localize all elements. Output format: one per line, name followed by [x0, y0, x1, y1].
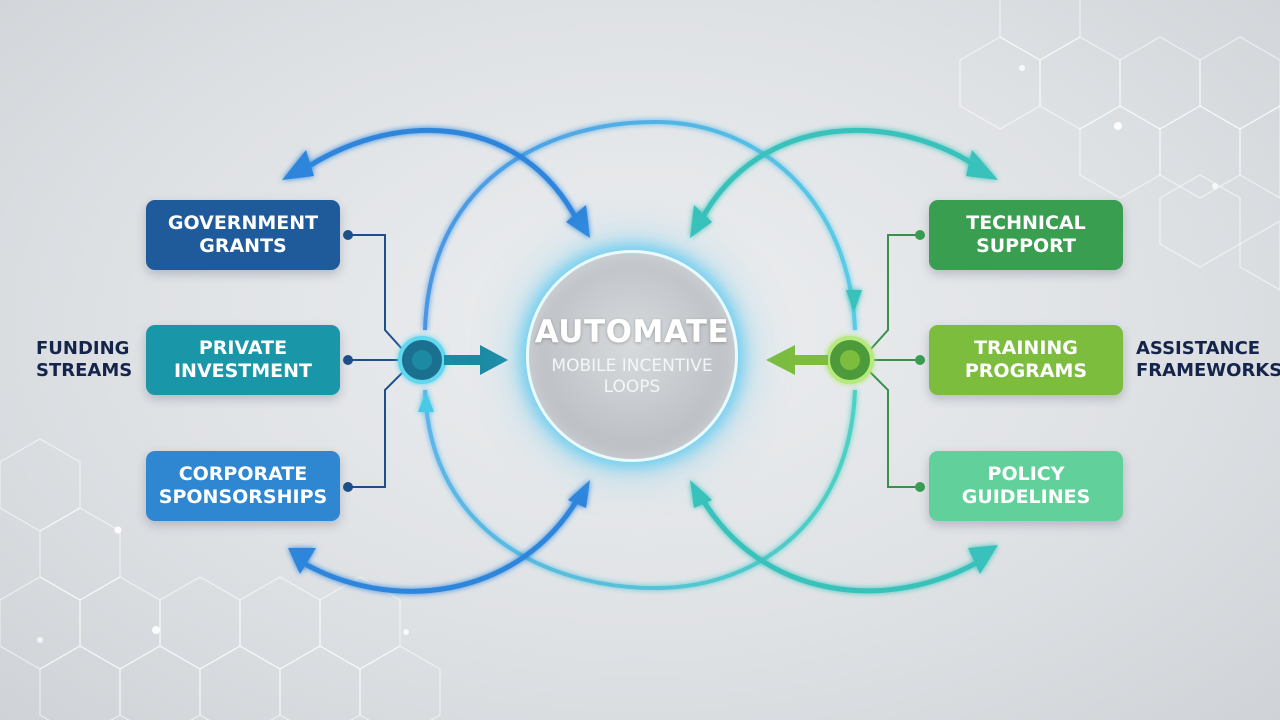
right-hub-node [826, 336, 874, 384]
government-grants-box[interactable]: GOVERNMENT GRANTS [146, 200, 340, 270]
assistance-frameworks-label: ASSISTANCE FRAMEWORKS [1136, 338, 1280, 381]
hub-title: AUTOMATE [534, 314, 730, 350]
right-connector-dots [915, 230, 925, 492]
private-investment-label: PRIVATE INVESTMENT [173, 337, 313, 382]
central-loop-arcs [423, 119, 857, 591]
corporate-sponsorships-label: CORPORATE SPONSORSHIPS [158, 463, 328, 508]
policy-guidelines-label: POLICY GUIDELINES [961, 463, 1091, 508]
arrowheads [282, 150, 998, 574]
hub-subtitle: MOBILE INCENTIVE LOOPS [551, 356, 713, 397]
automate-hub[interactable]: AUTOMATE MOBILE INCENTIVE LOOPS [526, 250, 738, 462]
funding-streams-label: FUNDING STREAMS [36, 338, 133, 381]
left-arrow-to-hub [444, 345, 508, 375]
corporate-sponsorships-box[interactable]: CORPORATE SPONSORSHIPS [146, 451, 340, 521]
technical-support-box[interactable]: TECHNICAL SUPPORT [929, 200, 1123, 270]
private-investment-box[interactable]: PRIVATE INVESTMENT [146, 325, 340, 395]
government-grants-label: GOVERNMENT GRANTS [167, 212, 319, 257]
left-connectors [348, 234, 404, 488]
training-programs-box[interactable]: TRAINING PROGRAMS [929, 325, 1123, 395]
policy-guidelines-box[interactable]: POLICY GUIDELINES [929, 451, 1123, 521]
right-connectors [869, 234, 920, 488]
hexagon-pattern-top-right [959, 0, 1280, 291]
hexagon-pattern-bottom-left [0, 438, 441, 720]
left-hub-node [398, 336, 446, 384]
hexagon-sparkles [37, 65, 1218, 643]
right-arrow-to-hub [766, 345, 828, 375]
training-programs-label: TRAINING PROGRAMS [964, 337, 1088, 382]
outer-arrows [296, 128, 987, 594]
left-connector-dots [343, 230, 353, 492]
technical-support-label: TECHNICAL SUPPORT [966, 212, 1086, 257]
